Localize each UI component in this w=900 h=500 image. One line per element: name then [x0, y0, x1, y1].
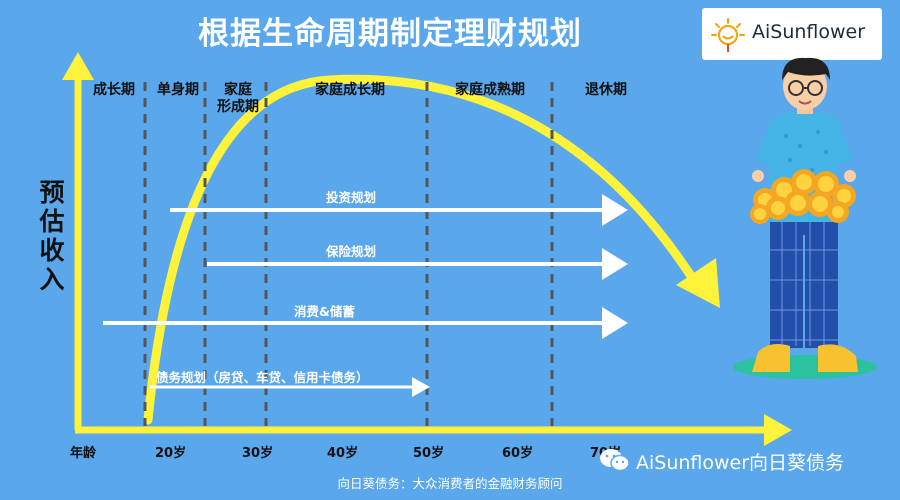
y-axis-arrowhead	[62, 52, 94, 80]
income-curve	[143, 74, 705, 425]
watermark-text: AiSunflower向日葵债务	[636, 452, 845, 474]
x-tick-label: 30岁	[242, 446, 274, 461]
y-axis-label-char: 入	[39, 265, 65, 294]
y-axis-label-char: 收	[39, 236, 65, 265]
footer-caption: 向日葵债务：大众消费者的金融财务顾问	[337, 476, 563, 491]
y-axis-label: 预 估 收 入	[36, 178, 68, 294]
x-tick-label: 20岁	[155, 446, 187, 461]
plan-arrowhead-investment	[602, 194, 628, 226]
brand-badge: AiSunflower	[702, 8, 882, 60]
x-tick-label: 40岁	[327, 446, 359, 461]
stage-label-single: 单身期	[157, 82, 199, 98]
sunflower-logo-icon	[711, 18, 745, 52]
plan-arrowhead-consumption-savings	[602, 307, 628, 339]
person-with-coins-illustration	[733, 57, 877, 379]
stage-label-family-growing: 家庭成长期	[315, 82, 385, 98]
plan-label-insurance: 保险规划	[326, 244, 377, 259]
x-tick-label: 年龄	[70, 446, 97, 461]
x-tick-label: 50岁	[413, 446, 445, 461]
x-tick-label: 60岁	[502, 446, 534, 461]
wechat-icon	[600, 449, 630, 472]
brand-name: AiSunflower	[752, 21, 866, 43]
page-title: 根据生命周期制定理财规划	[198, 16, 582, 52]
plan-label-consumption-savings: 消费&储蓄	[294, 304, 355, 319]
stage-label-family-forming: 家庭 形成期	[217, 82, 259, 115]
x-axis-arrowhead	[764, 414, 792, 446]
y-axis-label-char: 预	[39, 178, 65, 207]
plan-label-debt: 债务规划（房贷、车贷、信用卡债务）	[156, 370, 369, 385]
plan-arrowhead-debt	[412, 377, 430, 397]
plan-arrowhead-insurance	[602, 248, 628, 280]
income-curve-arrowhead	[676, 258, 720, 308]
y-axis-label-char: 估	[39, 207, 65, 236]
wechat-watermark: AiSunflower向日葵债务	[598, 446, 888, 474]
stage-label-growth: 成长期	[93, 82, 135, 98]
plan-label-investment: 投资规划	[326, 190, 377, 205]
stage-label-family-mature: 家庭成熟期	[455, 82, 525, 98]
stage-label-retirement: 退休期	[585, 82, 627, 98]
